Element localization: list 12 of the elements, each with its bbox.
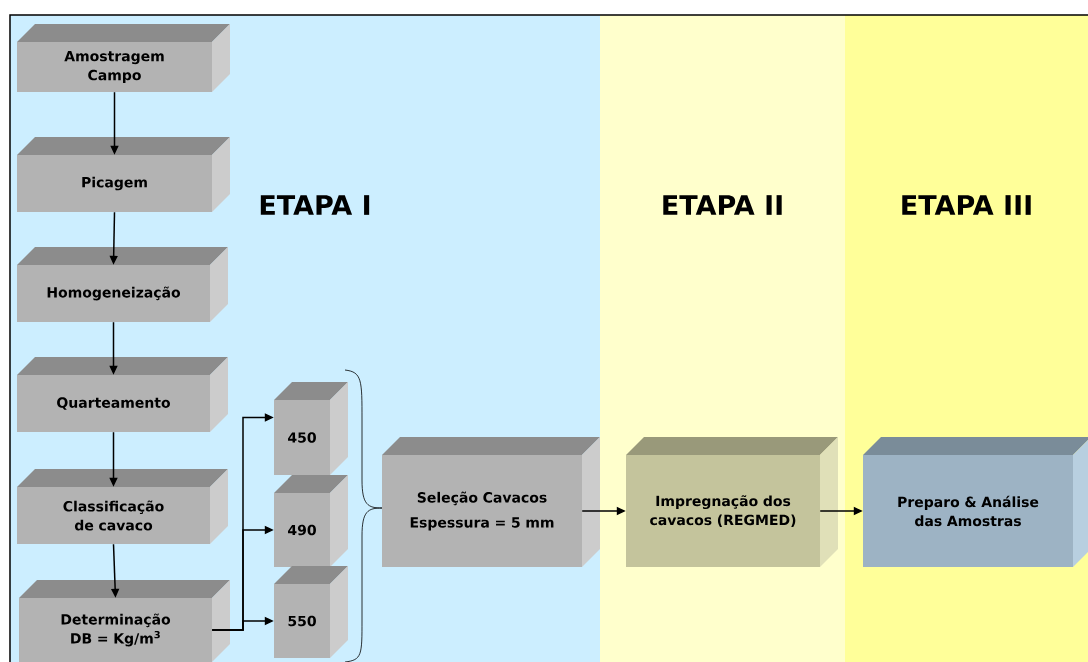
process-box: 550	[274, 566, 348, 658]
process-box: 490	[274, 475, 348, 567]
process-box: Classificação de cavaco	[17, 469, 228, 544]
process-box: Impregnação dos cavacos (REGMED)	[626, 437, 838, 567]
process-box: Amostragem Campo	[17, 24, 230, 92]
process-box: Quarteamento	[17, 357, 228, 432]
process-box: Seleção Cavacos Espessura = 5 mm	[382, 437, 600, 567]
process-box: Picagem	[17, 137, 230, 212]
process-box: Preparo & Análise das Amostras	[863, 437, 1088, 567]
process-box: 450	[274, 382, 348, 475]
process-box: Determinação DB = Kg/m$^{3}$	[19, 580, 230, 662]
process-box: Homogeneização	[17, 247, 228, 322]
